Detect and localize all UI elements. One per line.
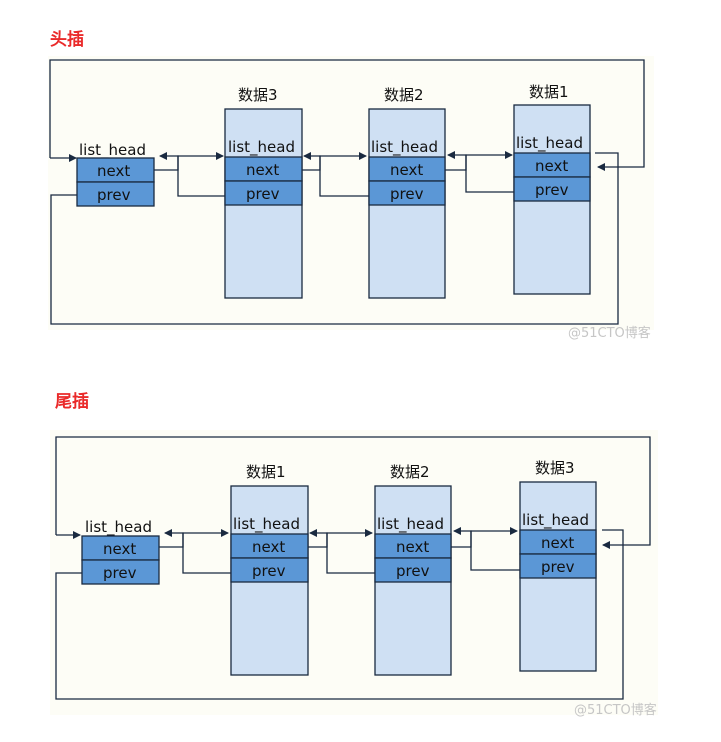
- data-node-name: 数据3: [535, 459, 575, 477]
- data-node: 数据3 list_head next prev: [224, 86, 303, 299]
- data-node-name: 数据1: [529, 83, 569, 101]
- data-node-next: next: [246, 161, 279, 179]
- data-node-next: next: [390, 161, 423, 179]
- watermark: @51CTO博客: [568, 325, 651, 341]
- head-node-label: list_head: [85, 518, 152, 537]
- data-node-prev: prev: [390, 185, 424, 203]
- head-node-next: next: [103, 540, 136, 558]
- data-node-prev: prev: [252, 562, 286, 580]
- head-node-label: list_head: [79, 141, 146, 160]
- data-node-label: list_head: [228, 138, 295, 157]
- data-node: 数据1 list_head next prev: [230, 463, 309, 676]
- data-node: 数据2 list_head next prev: [368, 86, 446, 299]
- data-node-next: next: [541, 534, 574, 552]
- data-node: 数据2 list_head next prev: [374, 463, 452, 676]
- data-node-prev: prev: [541, 558, 575, 576]
- data-node-name: 数据2: [390, 463, 430, 481]
- title-tail-insert: 尾插: [55, 392, 89, 412]
- data-node: 数据3 list_head next prev: [519, 459, 597, 672]
- data-node-name: 数据3: [238, 86, 278, 104]
- data-node-label: list_head: [516, 134, 583, 153]
- data-node-name: 数据1: [246, 463, 286, 481]
- data-node-next: next: [535, 157, 568, 175]
- data-node-next: next: [252, 538, 285, 556]
- data-node-next: next: [396, 538, 429, 556]
- data-node-name: 数据2: [384, 86, 424, 104]
- watermark: @51CTO博客: [574, 702, 657, 718]
- data-node-label: list_head: [233, 515, 300, 534]
- head-node-next: next: [97, 162, 130, 180]
- data-node-label: list_head: [371, 138, 438, 157]
- data-node-prev: prev: [535, 181, 569, 199]
- section-tail-insert: [55, 436, 651, 700]
- head-node: list_head next prev: [81, 518, 160, 585]
- data-node: 数据1 list_head next prev: [513, 83, 591, 295]
- title-head-insert: 头插: [50, 30, 84, 50]
- section-head-insert: [49, 59, 645, 325]
- data-node-label: list_head: [377, 515, 444, 534]
- head-node-prev: prev: [97, 186, 131, 204]
- head-node: list_head next prev: [76, 141, 155, 207]
- head-node-prev: prev: [103, 564, 137, 582]
- data-node-label: list_head: [522, 511, 589, 530]
- data-node-prev: prev: [246, 185, 280, 203]
- data-node-prev: prev: [396, 562, 430, 580]
